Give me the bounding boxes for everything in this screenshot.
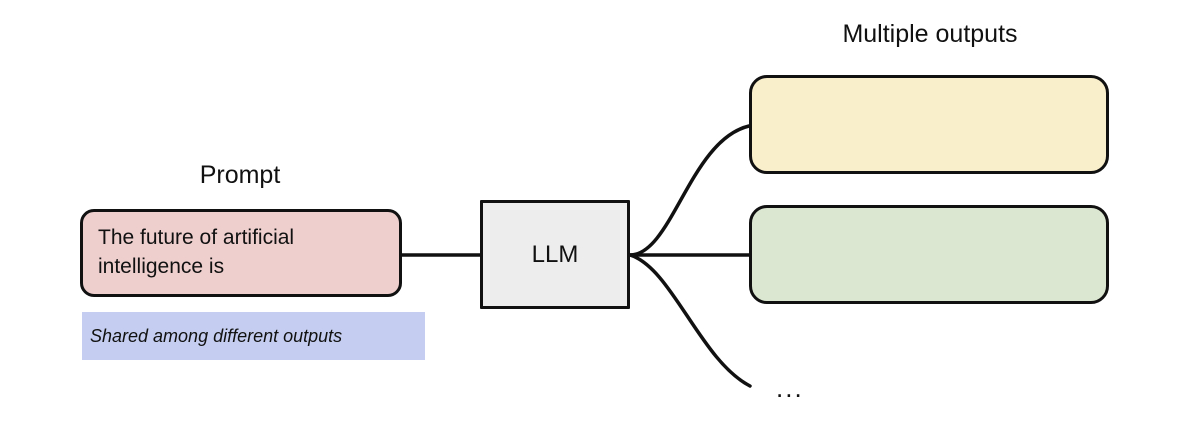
llm-node-text: LLM — [531, 240, 579, 268]
edge-llm-to-output-1 — [628, 124, 751, 257]
output-node-2[interactable] — [749, 205, 1109, 304]
prompt-node[interactable]: The future of artificial intelligence is — [80, 209, 402, 297]
ellipsis-more-outputs: ... — [776, 373, 804, 403]
multiple-outputs-title-label: Multiple outputs — [842, 20, 1018, 48]
prompt-node-text: The future of artificial intelligence is — [98, 226, 295, 278]
edge-llm-to-output-3 — [628, 253, 752, 388]
shared-among-outputs-label: Shared among different outputs — [90, 326, 343, 346]
shared-among-outputs-band: Shared among different outputs — [82, 312, 425, 360]
output-node-1[interactable] — [749, 75, 1109, 174]
llm-node[interactable]: LLM — [480, 200, 630, 309]
prompt-title-label: Prompt — [199, 161, 281, 189]
